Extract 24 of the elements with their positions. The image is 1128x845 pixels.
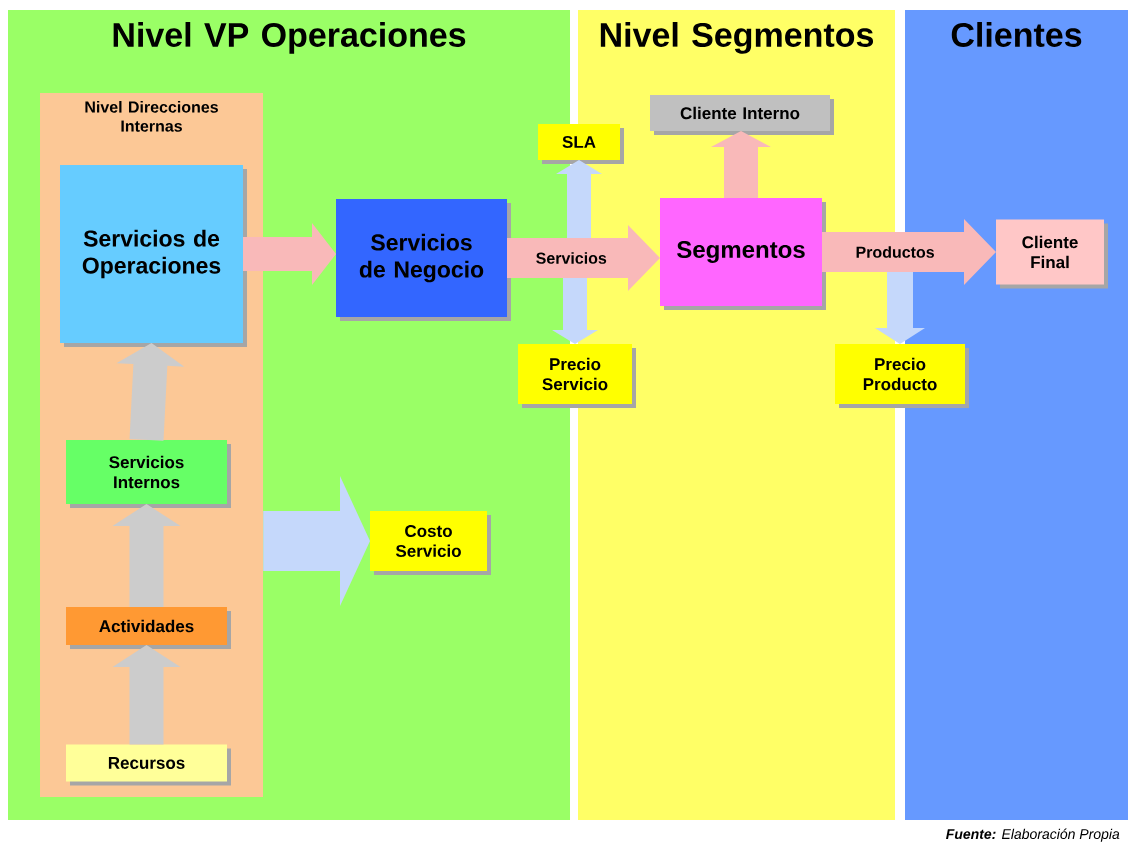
process-box: Recursos xyxy=(66,744,231,786)
block-arrow xyxy=(556,160,602,239)
block-arrow xyxy=(875,271,925,344)
process-box: Servicios de Operaciones xyxy=(60,165,247,347)
block-arrow xyxy=(507,225,660,291)
process-box: Actividades xyxy=(66,607,231,649)
block-arrow xyxy=(822,219,996,285)
process-box: Cliente Final xyxy=(996,219,1108,289)
block-arrow xyxy=(243,223,336,285)
block-arrow xyxy=(263,476,370,606)
block-arrow xyxy=(116,343,185,441)
note-box: Precio Producto xyxy=(835,344,969,408)
block-arrow xyxy=(112,645,181,745)
block-arrow xyxy=(711,131,771,198)
note-box: SLA xyxy=(538,124,624,164)
note-box: Precio Servicio xyxy=(518,344,636,408)
block-arrow xyxy=(552,277,598,344)
source-note: Fuente: Elaboración Propia xyxy=(946,828,1120,842)
process-box: Servicios de Negocio xyxy=(336,199,511,321)
note-box: Costo Servicio xyxy=(370,511,491,575)
block-arrow xyxy=(112,504,181,607)
process-box: Segmentos xyxy=(660,198,826,310)
process-box: Servicios Internos xyxy=(66,440,231,508)
process-box: Cliente Interno xyxy=(650,95,834,135)
